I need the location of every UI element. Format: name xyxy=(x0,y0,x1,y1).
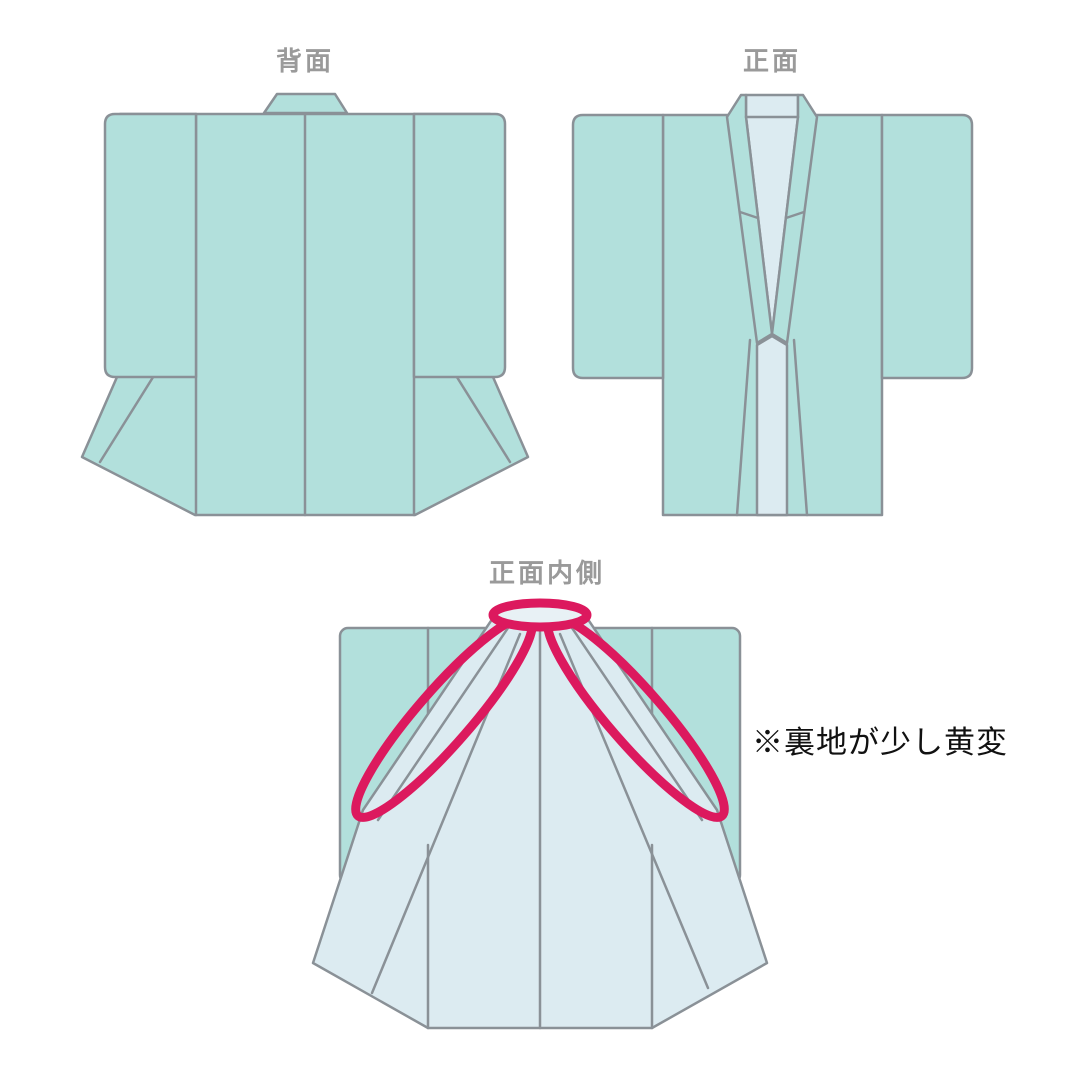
back-collar xyxy=(262,92,349,115)
front-opening-lining-strip xyxy=(755,334,789,517)
yellowing-highlight xyxy=(351,598,729,822)
inside-left-collar-inner-edge xyxy=(376,620,514,822)
front-view-label: 正面 xyxy=(742,46,801,76)
front-collar-right-band xyxy=(770,93,819,345)
back-right-gusset-seam xyxy=(453,372,512,464)
front-right-sleeve xyxy=(880,113,974,380)
inside-view-label: 正面内側 xyxy=(488,558,605,588)
back-view-label: 背面 xyxy=(275,46,334,76)
kimono-front-diagram xyxy=(571,93,974,517)
yellowing-note: ※裏地が少し黄変 xyxy=(752,725,1008,760)
kimono-back-diagram xyxy=(80,92,530,517)
back-right-sleeve xyxy=(412,112,507,379)
kimono-inside-diagram xyxy=(311,598,769,1030)
front-left-okumi-seam xyxy=(735,338,752,517)
highlight-neck-ring xyxy=(488,598,592,632)
back-left-sleeve xyxy=(103,112,198,379)
front-collar-left-seam xyxy=(738,210,760,220)
inside-right-collar-inner-edge xyxy=(566,620,704,822)
back-left-gusset-seam xyxy=(98,372,157,464)
front-left-sleeve xyxy=(571,113,665,380)
front-collar-right-seam xyxy=(784,210,806,220)
front-right-okumi-seam xyxy=(792,338,809,517)
